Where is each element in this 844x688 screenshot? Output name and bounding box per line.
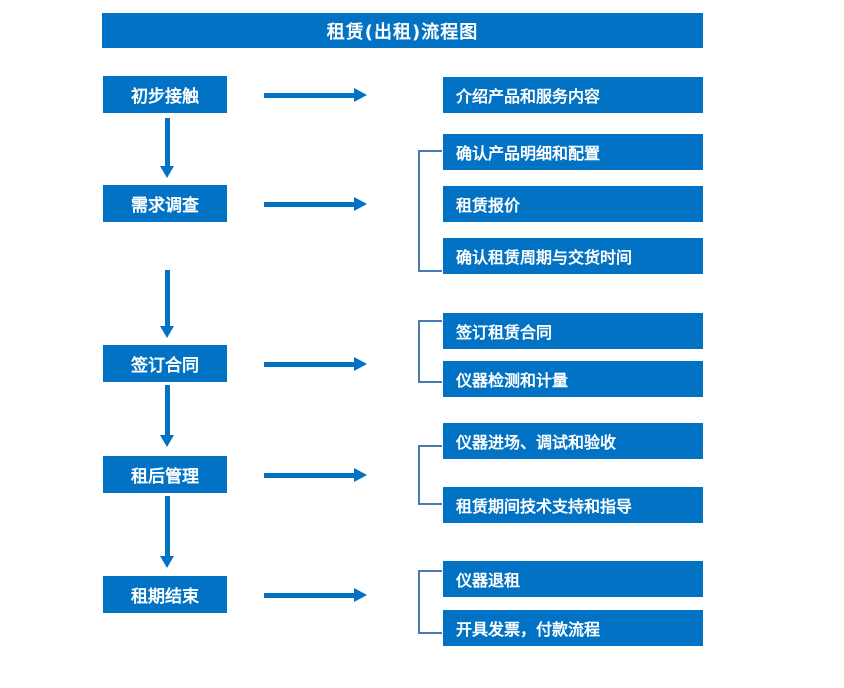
detail-node-2-2[interactable]: 租赁报价 xyxy=(443,186,703,222)
arrow-head xyxy=(354,197,367,211)
vertical-arrow-3 xyxy=(160,385,174,447)
group-bracket-2 xyxy=(418,150,442,272)
arrow-shaft xyxy=(165,385,170,435)
stage-node-3[interactable]: 签订合同 xyxy=(103,345,227,382)
detail-node-2-1[interactable]: 确认产品明细和配置 xyxy=(443,134,703,170)
arrow-head xyxy=(160,166,174,178)
arrow-head xyxy=(354,88,367,102)
arrow-shaft xyxy=(165,496,170,556)
detail-node-3-2[interactable]: 仪器检测和计量 xyxy=(443,361,703,397)
vertical-arrow-4 xyxy=(160,496,174,568)
chart-title: 租赁(出租)流程图 xyxy=(102,13,703,48)
detail-node-4-2[interactable]: 租赁期间技术支持和指导 xyxy=(443,487,703,523)
horizontal-arrow-2 xyxy=(264,197,367,211)
arrow-head xyxy=(160,556,174,568)
vertical-arrow-1 xyxy=(160,118,174,178)
detail-node-3-1[interactable]: 签订租赁合同 xyxy=(443,313,703,349)
detail-node-1-1[interactable]: 介绍产品和服务内容 xyxy=(443,77,703,113)
arrow-shaft xyxy=(264,202,356,207)
arrow-shaft xyxy=(264,362,356,367)
arrow-head xyxy=(354,468,367,482)
arrow-shaft xyxy=(165,118,170,166)
stage-node-4[interactable]: 租后管理 xyxy=(103,456,227,493)
stage-node-1[interactable]: 初步接触 xyxy=(103,76,227,113)
group-bracket-3 xyxy=(418,320,442,383)
vertical-arrow-2 xyxy=(160,270,174,338)
horizontal-arrow-4 xyxy=(264,468,367,482)
detail-node-5-1[interactable]: 仪器退租 xyxy=(443,561,703,597)
stage-node-2[interactable]: 需求调查 xyxy=(103,185,227,222)
detail-node-4-1[interactable]: 仪器进场、调试和验收 xyxy=(443,423,703,459)
group-bracket-4 xyxy=(418,445,442,505)
arrow-shaft xyxy=(165,270,170,326)
arrow-head xyxy=(354,588,367,602)
arrow-head xyxy=(160,326,174,338)
arrow-head xyxy=(160,435,174,447)
arrow-shaft xyxy=(264,593,356,598)
horizontal-arrow-1 xyxy=(264,88,367,102)
detail-node-2-3[interactable]: 确认租赁周期与交货时间 xyxy=(443,238,703,274)
horizontal-arrow-5 xyxy=(264,588,367,602)
detail-node-5-2[interactable]: 开具发票，付款流程 xyxy=(443,610,703,646)
arrow-head xyxy=(354,357,367,371)
arrow-shaft xyxy=(264,93,356,98)
horizontal-arrow-3 xyxy=(264,357,367,371)
arrow-shaft xyxy=(264,473,356,478)
stage-node-5[interactable]: 租期结束 xyxy=(103,576,227,613)
group-bracket-5 xyxy=(418,570,442,634)
